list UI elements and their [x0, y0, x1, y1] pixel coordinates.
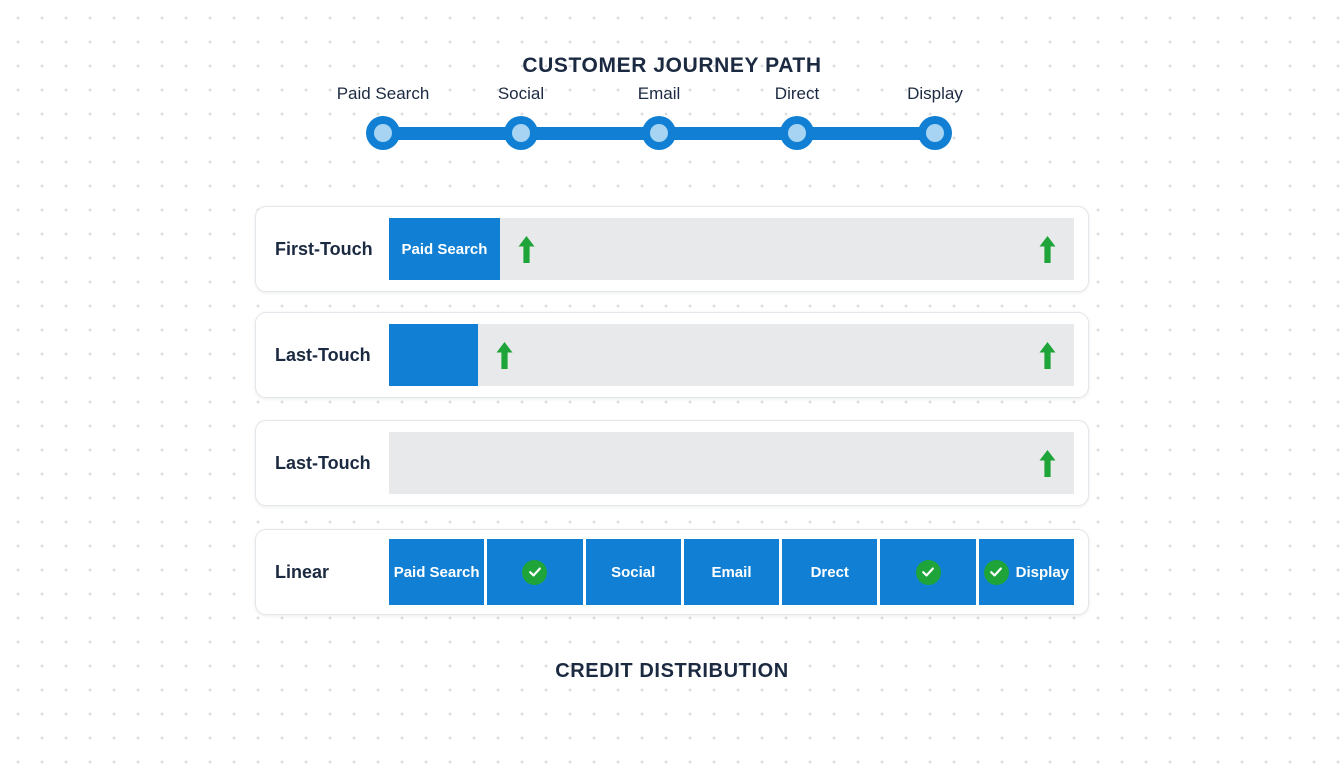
check-circle-icon [522, 559, 548, 585]
journey-node-label: Paid Search [336, 84, 430, 103]
journey-node-label: Email [637, 84, 681, 103]
linear-cell-4[interactable]: Email [683, 539, 780, 605]
credit-track-first-touch: Paid Search [389, 218, 1074, 280]
linear-cell-label: Email [711, 563, 752, 581]
journey-node-1[interactable] [366, 116, 400, 150]
check-circle-icon [983, 559, 1009, 585]
credit-track-last-touch-b [389, 432, 1074, 494]
arrow-up-icon [518, 235, 535, 263]
journey-path-title: CUSTOMER JOURNEY PATH [522, 54, 822, 77]
linear-cell-label: Paid Search [393, 563, 480, 581]
model-row-last-touch-a[interactable]: Last-Touch [255, 312, 1089, 398]
credit-block-first-touch[interactable]: Paid Search [389, 218, 500, 280]
credit-block-last-touch-a[interactable] [389, 324, 478, 386]
linear-cell-6[interactable] [880, 539, 976, 605]
journey-node-5[interactable] [918, 116, 952, 150]
linear-cell-2[interactable] [487, 539, 583, 605]
journey-node-2[interactable] [504, 116, 538, 150]
linear-credit-track: Paid Search Social Email Drect Display [389, 539, 1074, 605]
credit-distribution-title: CREDIT DISTRIBUTION [555, 660, 789, 682]
model-row-last-touch-b[interactable]: Last-Touch [255, 420, 1089, 506]
journey-node-core [650, 124, 668, 142]
linear-cell-7[interactable]: Display [978, 539, 1074, 605]
journey-node-4[interactable] [780, 116, 814, 150]
linear-cell-5[interactable]: Drect [782, 539, 878, 605]
linear-cell-label: Display [1015, 563, 1069, 581]
model-label-first-touch: First-Touch [275, 238, 373, 259]
journey-node-label: Display [907, 84, 963, 103]
journey-node-core [926, 124, 944, 142]
model-label-last-touch-b: Last-Touch [275, 452, 371, 473]
linear-cell-1[interactable]: Paid Search [389, 539, 485, 605]
journey-node-label: Direct [774, 84, 820, 103]
model-label-linear: Linear [275, 561, 330, 582]
model-row-linear[interactable]: Linear Paid Search Social Email Drect Displa… [255, 529, 1089, 615]
model-label-last-touch-a: Last-Touch [275, 344, 371, 365]
journey-node-core [374, 124, 392, 142]
arrow-up-icon [1039, 450, 1056, 477]
model-row-first-touch[interactable]: First-Touch Paid Search [255, 206, 1089, 292]
journey-node-core [788, 124, 806, 142]
linear-cell-label: Drect [810, 563, 849, 581]
credit-track-last-touch-a [389, 324, 1074, 386]
journey-node-core [512, 124, 530, 142]
journey-node-3[interactable] [642, 116, 676, 150]
linear-cell-3[interactable]: Social [585, 539, 681, 605]
customer-journey-path: Paid Search Social Email Direct Display [336, 84, 1020, 154]
arrow-up-icon [1039, 342, 1056, 369]
arrow-up-icon [1039, 236, 1056, 263]
journey-node-label: Social [497, 84, 545, 103]
linear-cell-label: Social [611, 563, 656, 581]
arrow-up-icon [496, 341, 513, 369]
check-circle-icon [915, 559, 941, 585]
